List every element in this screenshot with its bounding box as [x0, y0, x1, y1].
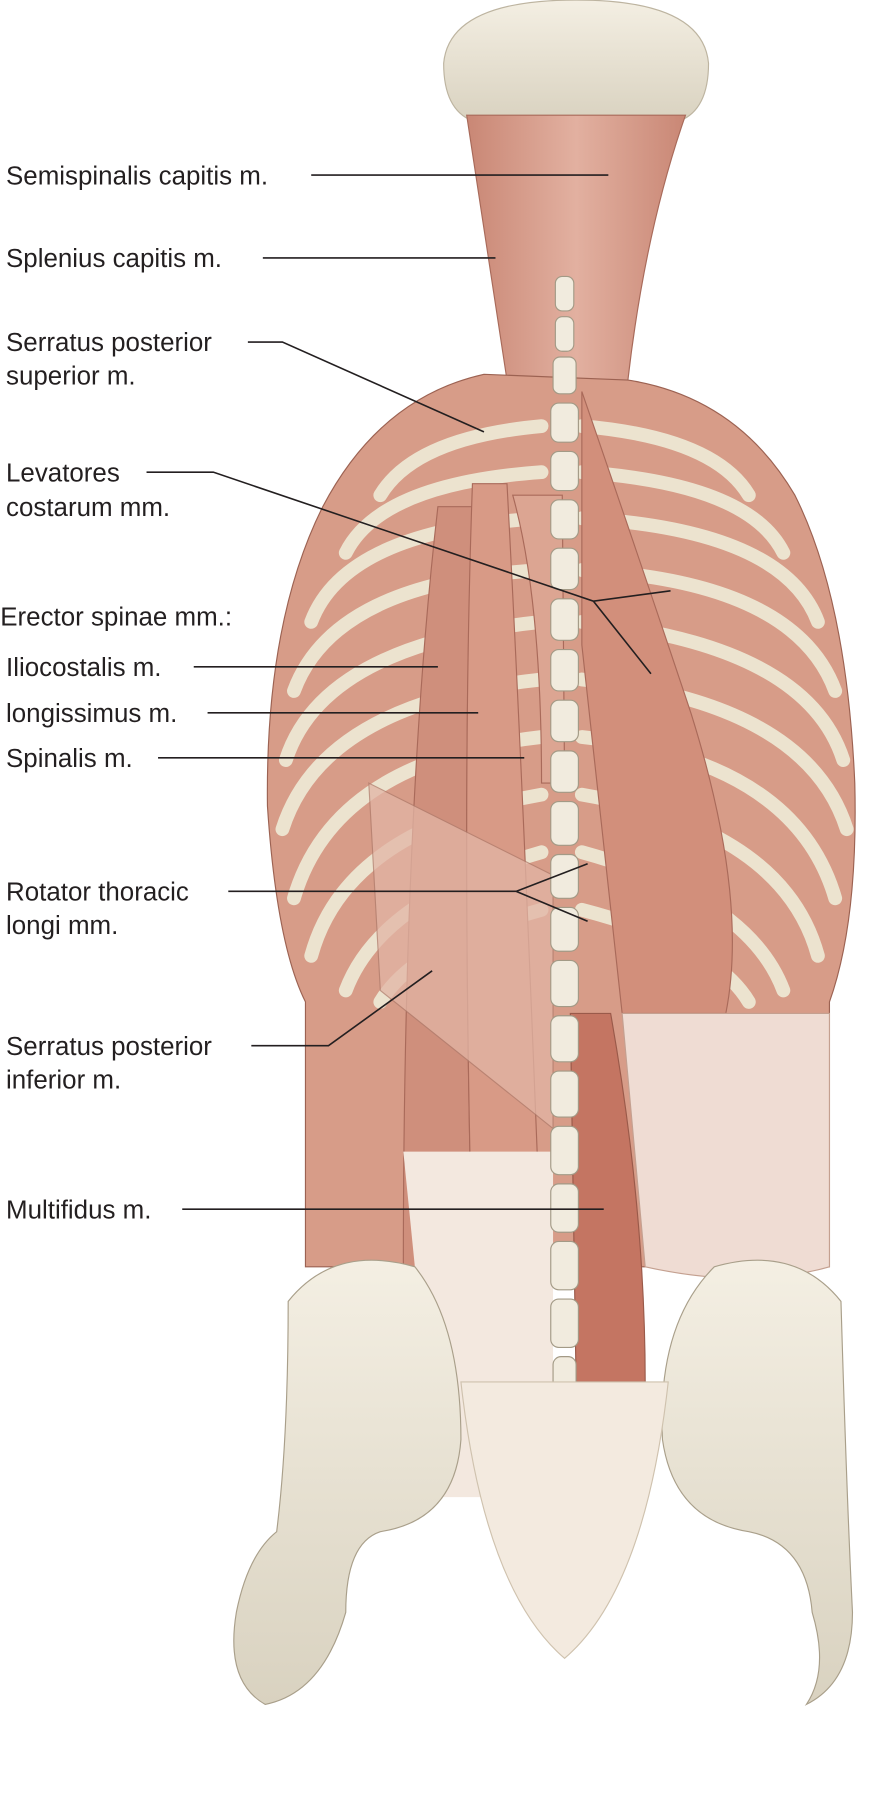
label-rotator-thoracic-line1: Rotator thoracic: [6, 879, 189, 907]
neck-muscles: [466, 114, 687, 381]
label-iliocostalis: Iliocostalis m.: [6, 654, 161, 682]
sacrum-tendons: [460, 1381, 669, 1660]
label-serratus-posterior-inferior-line1: Serratus posterior: [6, 1033, 212, 1061]
label-longissimus: longissimus m.: [6, 700, 177, 728]
label-erector-spinae: Erector spinae mm.:: [0, 603, 232, 631]
pelvis-left: [233, 1259, 462, 1706]
label-serratus-posterior-superior-line1: Serratus posterior: [6, 329, 212, 357]
label-spinalis: Spinalis m.: [6, 745, 133, 773]
leader-lines: [146, 174, 671, 1211]
label-multifidus: Multifidus m.: [6, 1196, 151, 1224]
vertebral-column: [550, 275, 579, 1404]
deep-muscles-right: [581, 391, 733, 1015]
multifidus-muscle: [569, 1012, 646, 1383]
label-levatores-costarum-line2: costarum mm.: [6, 494, 170, 522]
label-serratus-posterior-inferior-line2: inferior m.: [6, 1066, 121, 1094]
pelvis-right: [661, 1259, 854, 1706]
label-rotator-thoracic-line2: longi mm.: [6, 912, 118, 940]
thoracolumbar-fascia: [621, 1012, 831, 1279]
label-serratus-posterior-superior-line2: superior m.: [6, 363, 136, 391]
skull-base: [443, 0, 710, 122]
label-semispinalis-capitis: Semispinalis capitis m.: [6, 162, 268, 190]
label-splenius-capitis: Splenius capitis m.: [6, 245, 222, 273]
label-levatores-costarum-line1: Levatores: [6, 459, 120, 487]
